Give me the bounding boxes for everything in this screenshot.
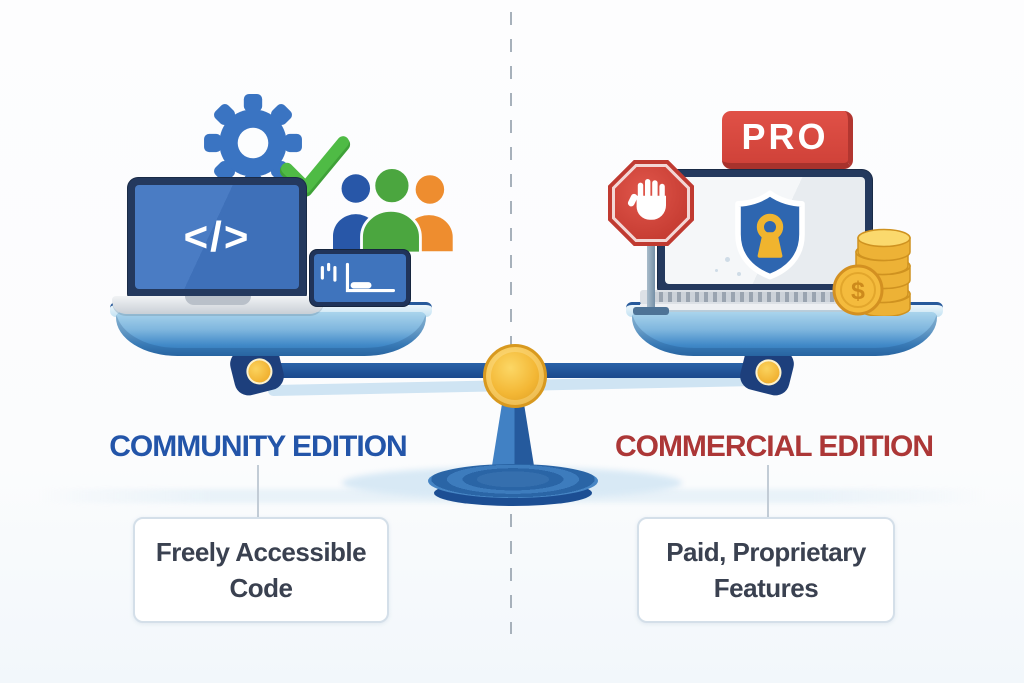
scale-left-hinge-pin: [243, 355, 276, 388]
stop-hand-icon: [606, 160, 698, 315]
dollar-sign: $: [851, 277, 865, 305]
right-laptop-keyboard: [650, 292, 880, 302]
right-pan-body: [632, 312, 937, 356]
left-caption-connector-line: [257, 465, 259, 517]
community-caption-line2: Code: [229, 572, 294, 603]
scale-pivot-disc: [483, 344, 547, 408]
stop-sign-pole: [647, 238, 655, 310]
screen-sparkle: [737, 272, 741, 276]
dollar-coin-icon: $: [832, 264, 884, 316]
commercial-edition-title: COMMERCIAL EDITION: [614, 430, 934, 463]
shield-lock-laptop-icon: [640, 170, 890, 318]
left-laptop-trackpad-notch: [185, 296, 251, 305]
code-laptop-icon: </>: [112, 178, 324, 316]
screen-sparkle: [715, 269, 718, 272]
pro-badge: PRO: [722, 111, 853, 169]
tablet-chart-graphic: [320, 262, 396, 293]
coin-stack-icon: $: [832, 214, 912, 316]
stop-sign-octagon: [608, 160, 694, 246]
divider-dashed-line-top: [510, 12, 512, 357]
coin: [857, 228, 911, 262]
left-laptop-screen: </>: [135, 185, 299, 289]
community-people-icon: [320, 160, 460, 255]
right-caption-connector-line: [767, 465, 769, 517]
hand-glyph: [621, 172, 681, 234]
scale-right-hinge-pin: [752, 356, 785, 389]
divider-dashed-line-bottom: [510, 514, 512, 634]
stop-sign-base: [633, 307, 669, 315]
chart-tablet-icon: [310, 250, 410, 306]
right-laptop-front-edge: [640, 304, 890, 310]
shield-lock-icon: [730, 190, 810, 280]
commercial-caption-line2: Features: [713, 572, 819, 603]
person-green: [360, 166, 422, 255]
commercial-caption-box: Paid, Proprietary Features: [637, 517, 895, 623]
community-caption-line1: Freely Accessible: [155, 536, 367, 567]
community-caption-box: Freely Accessible Code: [133, 517, 389, 623]
tablet-screen: [314, 254, 406, 302]
code-glyph: </>: [183, 213, 251, 260]
screen-sparkle: [725, 257, 730, 262]
community-edition-title: COMMUNITY EDITION: [109, 430, 407, 463]
scale-base: [428, 460, 598, 508]
commercial-caption-line1: Paid, Proprietary: [666, 536, 866, 567]
scale-base-disc: [428, 464, 598, 498]
left-laptop-base: [112, 296, 324, 314]
left-pan-body: [116, 312, 426, 356]
